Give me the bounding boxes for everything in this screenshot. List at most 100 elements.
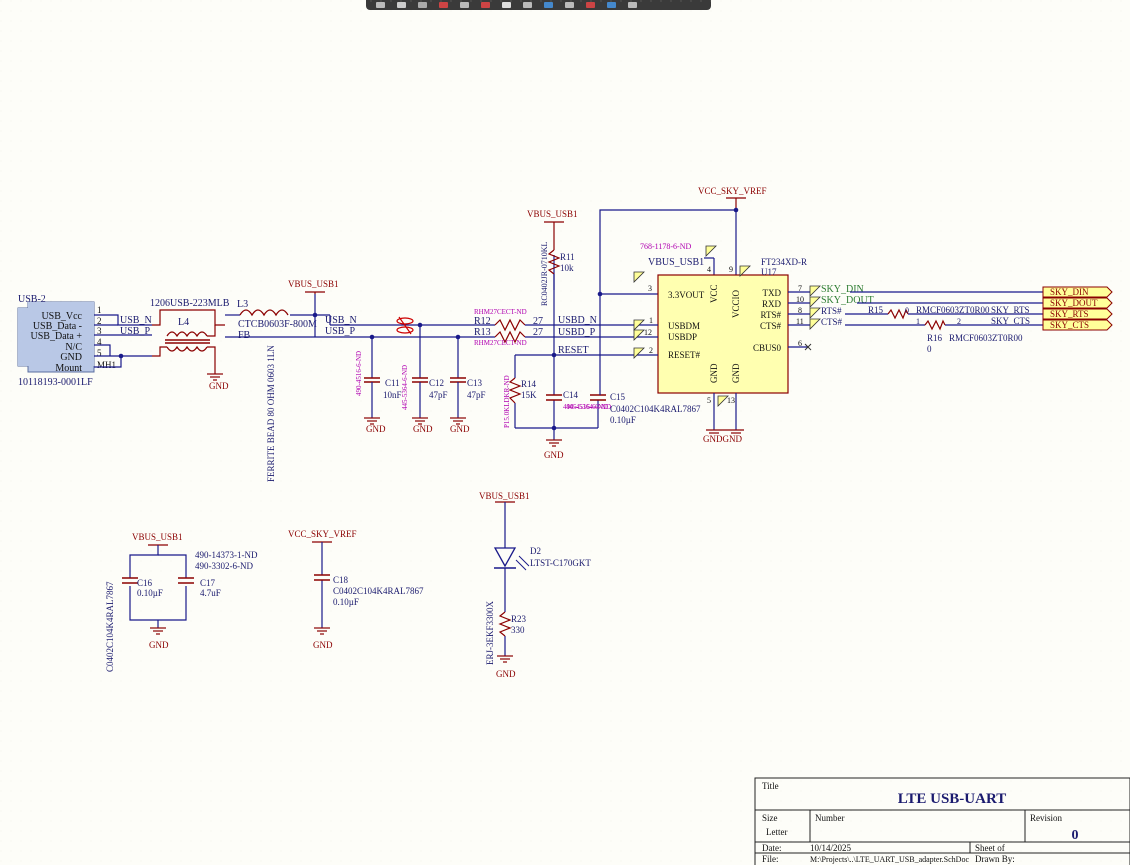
svg-text:GND: GND: [313, 640, 333, 650]
r11-value: 10k: [560, 263, 574, 273]
c14[interactable]: [546, 394, 562, 401]
date-label: Date:: [762, 843, 782, 853]
port-sky-cts[interactable]: SKY_CTS: [1042, 319, 1113, 331]
c12-part: 445-5364-6-ND: [401, 365, 409, 410]
c16[interactable]: [122, 577, 138, 584]
r11[interactable]: [547, 249, 561, 275]
l4-designator: L4: [178, 317, 189, 328]
u17-pin-gnd2: GND: [731, 363, 741, 383]
svg-text:5: 5: [707, 396, 711, 405]
usb-mount-label: Mount: [55, 363, 82, 374]
usb-pin3-num: 3: [97, 326, 102, 336]
c17-designator: C17: [200, 578, 216, 588]
c14-part: 445-5364-6-ND: [566, 403, 611, 411]
r11-designator: R11: [560, 252, 575, 262]
r16-value: 0: [927, 344, 932, 354]
svg-text:GND: GND: [149, 640, 169, 650]
r15[interactable]: [887, 308, 909, 320]
svg-text:SKY_CTS: SKY_CTS: [1050, 320, 1089, 330]
u17-pin-cts: CTS#: [760, 321, 782, 331]
net-cts-label: SKY_CTS: [991, 316, 1030, 326]
vbus-label-2: VBUS_USB1: [527, 209, 578, 219]
u17-inner-cts: CTS#: [821, 317, 843, 327]
u17-part2: 768-1178-6-ND: [640, 242, 691, 251]
sheet-label: Sheet of: [975, 843, 1005, 853]
r12-value: 27: [533, 316, 543, 327]
net-usb-n: USB_N: [325, 315, 357, 326]
c18-designator: C18: [333, 575, 349, 585]
port-sky-din[interactable]: SKY_DIN: [1042, 286, 1113, 298]
r14[interactable]: [508, 377, 522, 404]
usb-pin5-label: GND: [60, 352, 82, 363]
d2-led[interactable]: [493, 547, 530, 571]
c15-designator: C15: [610, 392, 626, 402]
r13[interactable]: [494, 330, 526, 344]
net-usb-n-left: USB_N: [120, 315, 152, 326]
c11-designator: C11: [385, 378, 400, 388]
r15-part: RMCF0603ZT0R00: [916, 305, 990, 315]
l4-choke[interactable]: [152, 309, 225, 372]
svg-text:9: 9: [729, 265, 733, 274]
r16[interactable]: [924, 319, 946, 331]
net-usbd-n: USBD_N: [558, 315, 597, 326]
svg-text:GND: GND: [413, 424, 433, 434]
usb-connector[interactable]: USB-2 10118193-0001LF: [17, 294, 95, 388]
size-label: Size: [762, 813, 778, 823]
svg-text:6: 6: [798, 339, 802, 348]
u17-pin-vccio: VCCIO: [731, 289, 741, 318]
svg-text:11: 11: [796, 317, 804, 326]
vbus-label-4: VBUS_USB1: [132, 532, 183, 542]
c18[interactable]: [314, 574, 330, 581]
usb-pin2-num: 2: [97, 316, 102, 326]
gnd-label: GND: [209, 381, 229, 391]
svg-text:1: 1: [916, 317, 920, 326]
svg-text:SKY_DOUT: SKY_DOUT: [1050, 298, 1098, 308]
gnd-symbol-l4: [207, 372, 223, 381]
c17-part2: 490-3302-6-ND: [195, 561, 253, 571]
net-rts-label: SKY_RTS: [991, 305, 1029, 315]
l3-ferrite[interactable]: [239, 309, 289, 317]
gnd-symbol-c18: [314, 627, 330, 635]
u17-body[interactable]: [657, 274, 789, 394]
junction: [118, 353, 124, 359]
c15[interactable]: [590, 394, 606, 401]
net-usbd-p: USBD_P: [558, 327, 596, 338]
c17-value: 4.7uF: [200, 588, 221, 598]
u17-pin-usbdp: USBDP: [668, 332, 697, 342]
usb-pin1-num: 1: [97, 305, 102, 315]
vcc-sky-label: VCC_SKY_VREF: [698, 186, 767, 196]
usb-pin-labels: USB_Vcc USB_Data - USB_Data + N/C GND Mo…: [31, 305, 117, 374]
svg-text:7: 7: [798, 284, 802, 293]
r14-designator: R14: [521, 379, 537, 389]
vcc-sky-label-2: VCC_SKY_VREF: [288, 529, 357, 539]
r14-part: P15.0KLDKR-ND: [503, 375, 511, 428]
svg-text:GND: GND: [450, 424, 470, 434]
usb-pin3-label: USB_Data +: [31, 331, 83, 342]
r12-designator: R12: [474, 316, 491, 327]
r16-designator: R16: [927, 333, 943, 343]
r12[interactable]: [494, 318, 526, 332]
r23[interactable]: [498, 611, 512, 637]
erc-flags: [633, 245, 821, 407]
gnd-symbols-caps: [364, 417, 466, 425]
net-usb-p: USB_P: [325, 326, 355, 337]
no-connect-cbus0: [804, 343, 812, 351]
c13-designator: C13: [467, 378, 483, 388]
svg-text:SKY_DIN: SKY_DIN: [1050, 287, 1089, 297]
r23-part: ERJ-3EKF3300X: [485, 600, 495, 665]
c11-value: 10nF: [383, 390, 402, 400]
r12-part: RHM27CECT-ND: [474, 308, 527, 316]
c16-value: 0.10µF: [137, 588, 163, 598]
c17[interactable]: [178, 577, 194, 584]
c16-designator: C16: [137, 578, 153, 588]
r13-value: 27: [533, 327, 543, 338]
r23-designator: R23: [511, 614, 527, 624]
port-sky-dout[interactable]: SKY_DOUT: [1042, 297, 1113, 309]
u17-pin-cbus0: CBUS0: [753, 343, 782, 353]
port-sky-rts[interactable]: SKY_RTS: [1042, 308, 1113, 320]
usb-pin5-num: 5: [97, 348, 102, 358]
gnd-symbol-d2: [497, 655, 513, 663]
c14-designator: C14: [563, 390, 579, 400]
svg-text:8: 8: [798, 306, 802, 315]
